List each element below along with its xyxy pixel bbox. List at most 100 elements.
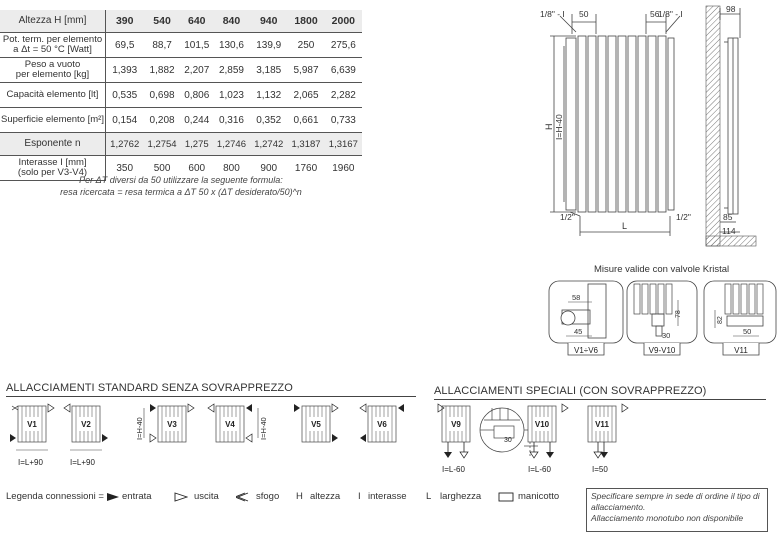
v11-tag: V11: [595, 420, 609, 429]
legend-sfogo: sfogo: [256, 491, 280, 502]
special-title: ALLACCIAMENTI SPECIALI (CON SOVRAPPREZZO…: [434, 385, 707, 397]
dim-top-left: 1/8" - I: [540, 9, 565, 19]
connection-v5: V5: [294, 403, 339, 443]
dim-98: 98: [726, 4, 736, 14]
table-header-label: Altezza H [mm]: [0, 10, 106, 33]
table-cell: 1,2762: [105, 132, 144, 156]
table-cell: 2,859: [212, 57, 251, 83]
table-cell: 0,208: [143, 107, 181, 133]
table-cell: 350: [116, 162, 134, 174]
row-label: Esponente n: [0, 132, 106, 156]
table-cell: 1,2754: [143, 132, 181, 156]
connection-v1: V1 I=L+90: [10, 403, 55, 467]
table-cell: 1,3187: [287, 132, 325, 156]
table-header-cell: 540: [143, 10, 181, 33]
table-row: Superficie elemento [m²] 0,154 0,208 0,2…: [0, 107, 362, 133]
table-header-cell: 940: [250, 10, 288, 33]
table-cell: 275,6: [324, 32, 362, 58]
connection-v6: V6: [359, 403, 404, 443]
table-cell: 1,393: [105, 57, 144, 83]
table-header-cell: 640: [180, 10, 213, 33]
table-header-cell: 840: [212, 10, 251, 33]
table-header-cell: 1800: [287, 10, 325, 33]
order-note: Specificare sempre in sede di ordine il …: [586, 488, 768, 532]
special-connections: V9 I=L-60 30 V10 I=L-60 V11 I=50: [437, 403, 629, 474]
v1-dim-58: 58: [572, 293, 580, 302]
standard-connections: V1 I=L+90 V2 I=L+90 V3 I=H-40 V4 I=H-40: [10, 403, 404, 467]
table-cell: 2,065: [287, 82, 325, 108]
valve-detail-v9: 78 30 V9-V10: [626, 280, 698, 356]
table-row-exponent: Esponente n 1,2762 1,2754 1,275 1,2746 1…: [0, 132, 362, 156]
uscita-icon: [174, 492, 188, 502]
v9-dim-30: 30: [662, 331, 670, 340]
v10-tag: V10: [535, 420, 550, 429]
legend-interasse: interasse: [368, 491, 407, 502]
v11-label: V11: [734, 346, 748, 355]
v11-dim-50: 50: [743, 327, 751, 336]
table-cell: 130,6: [212, 32, 251, 58]
table-cell: 500: [153, 162, 171, 174]
legend-h-symbol: H: [296, 491, 303, 502]
legend-manicotto: manicotto: [518, 491, 560, 502]
dim-85: 85: [723, 212, 733, 222]
v11-dim: I=50: [592, 465, 608, 474]
formula-note: Per ΔT diversi da 50 utilizzare la segue…: [0, 174, 362, 198]
table-cell: 139,9: [250, 32, 288, 58]
table-cell: 0,352: [250, 107, 288, 133]
v1-tag: V1: [27, 420, 37, 429]
connection-v9: V9 I=L-60: [437, 403, 471, 474]
specs-table: Altezza H [mm] 390 540 640 840 940 1800 …: [0, 10, 362, 181]
table-cell: 1,2742: [250, 132, 288, 156]
dim-114: 114: [722, 226, 736, 236]
table-cell: 0,733: [324, 107, 362, 133]
table-cell: 1,132: [250, 82, 288, 108]
table-cell: 0,806: [180, 82, 213, 108]
legend-i-symbol: I: [358, 491, 361, 502]
legend-l-symbol: L: [426, 491, 432, 502]
dim-bottom-right: 1/2": [676, 212, 691, 222]
v3-dim: I=H-40: [135, 417, 144, 440]
table-cell: 2,207: [180, 57, 213, 83]
note-line-2: allacciamento.: [591, 502, 646, 512]
dim-top-right: 1/8" - I: [658, 9, 683, 19]
table-cell: 5,987: [287, 57, 325, 83]
table-header-cell: 390: [105, 10, 144, 33]
v1-dim-45: 45: [574, 327, 582, 336]
formula-line-1: Per ΔT diversi da 50 utilizzare la segue…: [79, 175, 283, 185]
v5-tag: V5: [311, 420, 321, 429]
table-cell: 1,882: [143, 57, 181, 83]
standard-title: ALLACCIAMENTI STANDARD SENZA SOVRAPPREZZ…: [6, 382, 293, 394]
table-cell: 2,282: [324, 82, 362, 108]
table-cell: 0,698: [143, 82, 181, 108]
connection-v10: V10 I=L-60: [527, 403, 569, 474]
note-line-3: Allacciamento monotubo non disponibile: [591, 513, 744, 523]
valve-detail-v11: 82 50 V11: [703, 280, 777, 356]
detail-dim: 30: [504, 437, 512, 444]
v9-dim-78: 78: [675, 310, 682, 318]
radiator-side-drawing: 98 85 114: [705, 4, 757, 247]
v6-tag: V6: [377, 420, 387, 429]
v9-tag: V9: [451, 420, 461, 429]
dim-i: I=H-40: [554, 114, 564, 140]
table-row: Capacità elemento [lt] 0,535 0,698 0,806…: [0, 82, 362, 108]
v1-dim: I=L+90: [18, 458, 43, 467]
table-cell: 1,275: [180, 132, 213, 156]
table-cell: 1,023: [212, 82, 251, 108]
table-cell: 1,3167: [324, 132, 362, 156]
v4-dim: I=H-40: [259, 417, 268, 440]
table-cell: 800: [223, 162, 240, 174]
table-cell: 1760: [294, 162, 318, 174]
dim-56: 56: [650, 9, 660, 19]
legend-altezza: altezza: [310, 491, 341, 502]
row-label: Superficie elemento [m²]: [0, 107, 106, 133]
sfogo-icon: [236, 492, 249, 502]
v11-dim-82: 82: [717, 316, 724, 324]
v1-label: V1÷V6: [574, 346, 599, 355]
row-label: Interasse I [mm](solo per V3-V4): [0, 155, 106, 181]
standard-divider: [6, 396, 416, 397]
manicotto-icon: [498, 492, 514, 502]
